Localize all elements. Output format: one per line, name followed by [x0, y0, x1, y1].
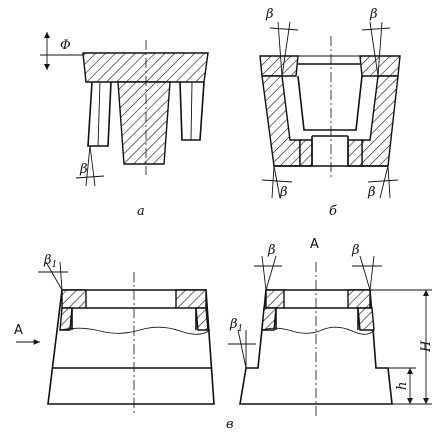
- caption-a: а: [137, 204, 145, 219]
- beta1-label-right: β1: [229, 317, 243, 334]
- casting-b-bottom-right: [347, 139, 363, 167]
- casting-v-right-rim-right: [347, 289, 371, 309]
- caption-v: в: [226, 417, 234, 432]
- casting-v-left-outline: [47, 289, 215, 405]
- casting-a-stem: [117, 81, 171, 165]
- beta-label-b-bottom-right: β: [367, 185, 376, 200]
- casting-b-bottom-left: [299, 139, 313, 167]
- panel-a: Φ β а: [40, 32, 209, 219]
- casting-b-left-flange: [259, 55, 299, 77]
- casting-v-left-wall-right: [195, 307, 209, 331]
- casting-v-left-rim-right: [175, 289, 207, 309]
- dim-h-label: h: [395, 382, 410, 390]
- casting-v-left-rim-left: [61, 289, 87, 309]
- beta-label-b-top-left: β: [265, 7, 274, 22]
- beta-label-v-left: β: [267, 243, 276, 258]
- beta-label-a: β: [79, 162, 88, 177]
- view-a-label: А: [310, 237, 319, 252]
- panel-b: β β β β б: [259, 7, 401, 219]
- beta-label-b-top-right: β: [369, 7, 378, 22]
- casting-a-flange: [82, 52, 209, 83]
- phi-label: Φ: [60, 38, 71, 53]
- casting-b-right-flange: [359, 55, 401, 77]
- dim-H-label: H: [419, 340, 434, 353]
- caption-b: б: [329, 204, 337, 219]
- arrow-a-label: А: [14, 323, 23, 338]
- casting-v-right-wall-left: [261, 307, 277, 331]
- beta-label-b-bottom-left: β: [279, 185, 288, 200]
- casting-v-left-wall-left: [59, 307, 73, 331]
- beta-label-v-right: β: [351, 243, 360, 258]
- panel-v-left: β1 А: [14, 253, 215, 416]
- panel-v-right: А β β β1 H h: [228, 237, 434, 416]
- casting-b-left-wall: [261, 75, 301, 167]
- casting-b-right-wall: [361, 75, 399, 167]
- casting-v-right-rim-left: [265, 289, 285, 309]
- beta1-label-left: β1: [43, 253, 57, 270]
- casting-v-right-wall-right: [357, 307, 375, 331]
